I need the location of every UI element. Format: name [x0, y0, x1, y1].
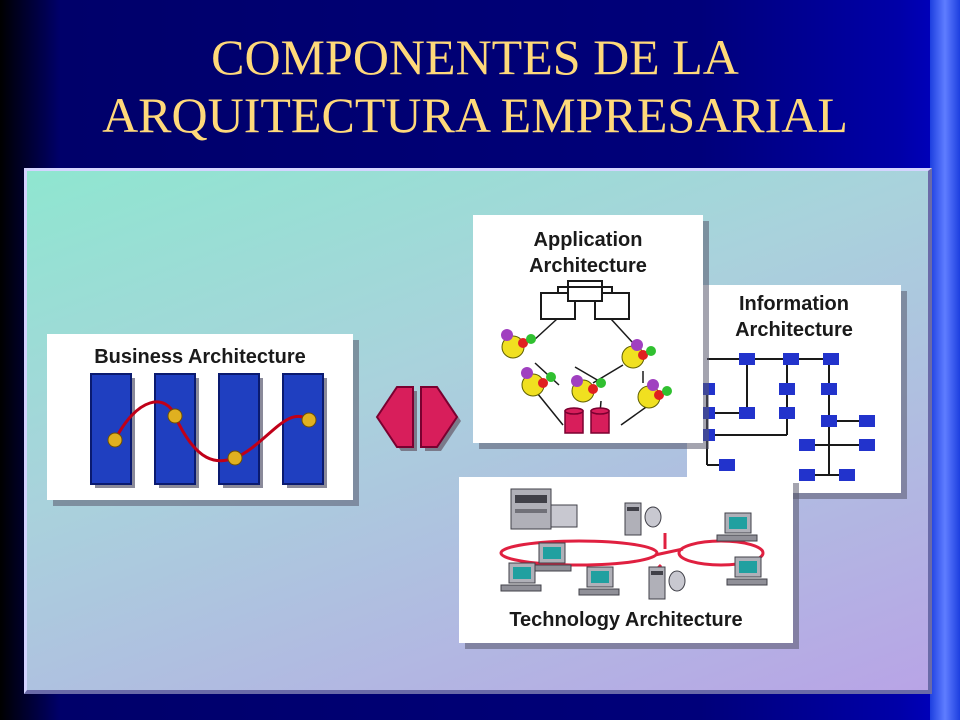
process-node-1 — [107, 432, 123, 448]
server-icon — [624, 502, 662, 536]
workstation-icon — [578, 566, 620, 596]
server-icon — [510, 488, 578, 530]
diagram-panel: Business Architecture — [24, 168, 932, 694]
business-architecture-label: Business Architecture — [94, 346, 306, 368]
business-architecture-card: Business Architecture — [47, 334, 353, 500]
slide-right-accent-bar — [930, 0, 960, 720]
network-ring-left — [499, 539, 659, 567]
slide-title: COMPONENTES DE LA ARQUITECTURA EMPRESARI… — [20, 28, 930, 144]
application-architecture-card: Application Architecture — [473, 215, 703, 443]
workstation-icon — [530, 542, 572, 572]
title-line-1: COMPONENTES DE LA — [211, 29, 739, 85]
process-node-4 — [301, 412, 317, 428]
information-nodes — [699, 353, 875, 481]
workstation-icon — [500, 562, 542, 592]
business-architecture-diagram — [90, 373, 327, 488]
technology-architecture-card: Technology Architecture — [459, 477, 793, 643]
technology-architecture-label: Technology Architecture — [509, 609, 743, 631]
technology-architecture-diagram — [499, 488, 768, 600]
application-architecture-diagram — [501, 280, 672, 434]
information-architecture-label-2: Architecture — [735, 319, 853, 341]
pillar-3 — [218, 373, 263, 488]
component-clusters — [501, 329, 672, 409]
pillar-4 — [282, 373, 327, 488]
title-line-2: ARQUITECTURA EMPRESARIAL — [102, 87, 848, 143]
application-architecture-label-1: Application — [533, 229, 643, 251]
process-node-3 — [227, 450, 243, 466]
pillar-2 — [154, 373, 199, 488]
workstation-icon — [716, 512, 758, 542]
module-boxes — [540, 280, 630, 320]
information-architecture-label-1: Information — [739, 293, 849, 315]
information-architecture-tree — [699, 353, 875, 481]
workstation-icon — [726, 556, 768, 586]
pillar-1 — [90, 373, 135, 488]
bidirectional-arrow-icon — [375, 386, 461, 451]
process-curve — [111, 400, 310, 463]
application-architecture-label-2: Architecture — [529, 255, 647, 277]
process-node-2 — [167, 408, 183, 424]
information-architecture-card: Information Architecture — [687, 285, 901, 493]
database-icon — [564, 407, 610, 434]
server-icon — [648, 566, 686, 600]
